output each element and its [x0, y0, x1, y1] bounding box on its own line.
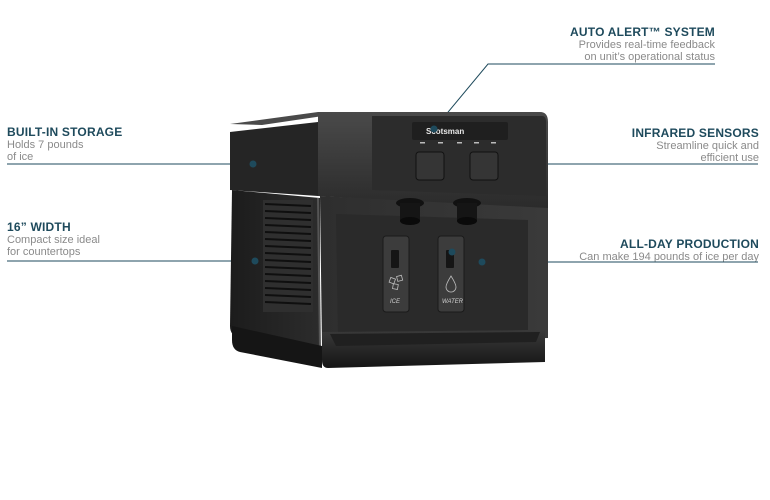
marker-auto-alert — [430, 125, 438, 133]
machine-side — [230, 112, 350, 351]
callout-title: 16” WIDTH — [7, 220, 71, 234]
vent-grille — [263, 200, 313, 312]
water-sensor-panel[interactable] — [437, 235, 465, 313]
marker-width — [251, 257, 259, 265]
callout-infrared-sensors: INFRARED SENSORS Streamline quick and ef… — [631, 126, 759, 165]
callout-auto-alert: AUTO ALERT™ SYSTEM Provides real-time fe… — [570, 25, 715, 64]
callout-desc: Can make 194 pounds of ice per day — [579, 251, 759, 263]
water-dispense-button[interactable] — [469, 151, 499, 181]
callout-title: AUTO ALERT™ SYSTEM — [570, 25, 715, 39]
callout-title: ALL-DAY PRODUCTION — [620, 237, 759, 251]
callout-desc: Provides real-time feedback — [578, 39, 715, 51]
callout-desc: Holds 7 pounds — [7, 139, 84, 151]
dispenser-nozzles — [396, 198, 481, 225]
callout-desc: of ice — [7, 151, 34, 163]
callout-desc: for countertops — [7, 246, 81, 258]
ice-dispense-button[interactable] — [415, 151, 445, 181]
leader-line-auto-alert — [433, 63, 715, 130]
drip-tray — [232, 326, 545, 368]
marker-built-in-storage — [249, 160, 257, 168]
callout-desc: Streamline quick and — [656, 140, 759, 152]
marker-all-day-production — [478, 258, 486, 266]
callout-markers — [249, 125, 486, 266]
callout-width: 16” WIDTH Compact size ideal for counter… — [7, 220, 100, 259]
brand-logo: Scotsman — [426, 127, 464, 136]
ice-icon — [388, 274, 404, 290]
water-label: WATER — [442, 299, 464, 305]
ice-sensor-panel[interactable] — [382, 235, 410, 313]
callout-built-in-storage: BUILT-IN STORAGE Holds 7 pounds of ice — [7, 125, 123, 164]
machine-front: ICE WATER — [320, 196, 548, 346]
callout-desc: efficient use — [700, 152, 759, 164]
marker-infrared-sensors — [448, 248, 456, 256]
callout-title: INFRARED SENSORS — [631, 126, 759, 140]
water-drop-icon — [445, 275, 457, 293]
callout-title: BUILT-IN STORAGE — [7, 125, 123, 139]
callout-all-day-production: ALL-DAY PRODUCTION Can make 194 pounds o… — [579, 237, 759, 264]
machine-head: Scotsman — [318, 112, 548, 210]
ice-label: ICE — [390, 299, 401, 305]
callout-desc: on unit’s operational status — [584, 51, 715, 63]
callout-desc: Compact size ideal — [7, 234, 100, 246]
